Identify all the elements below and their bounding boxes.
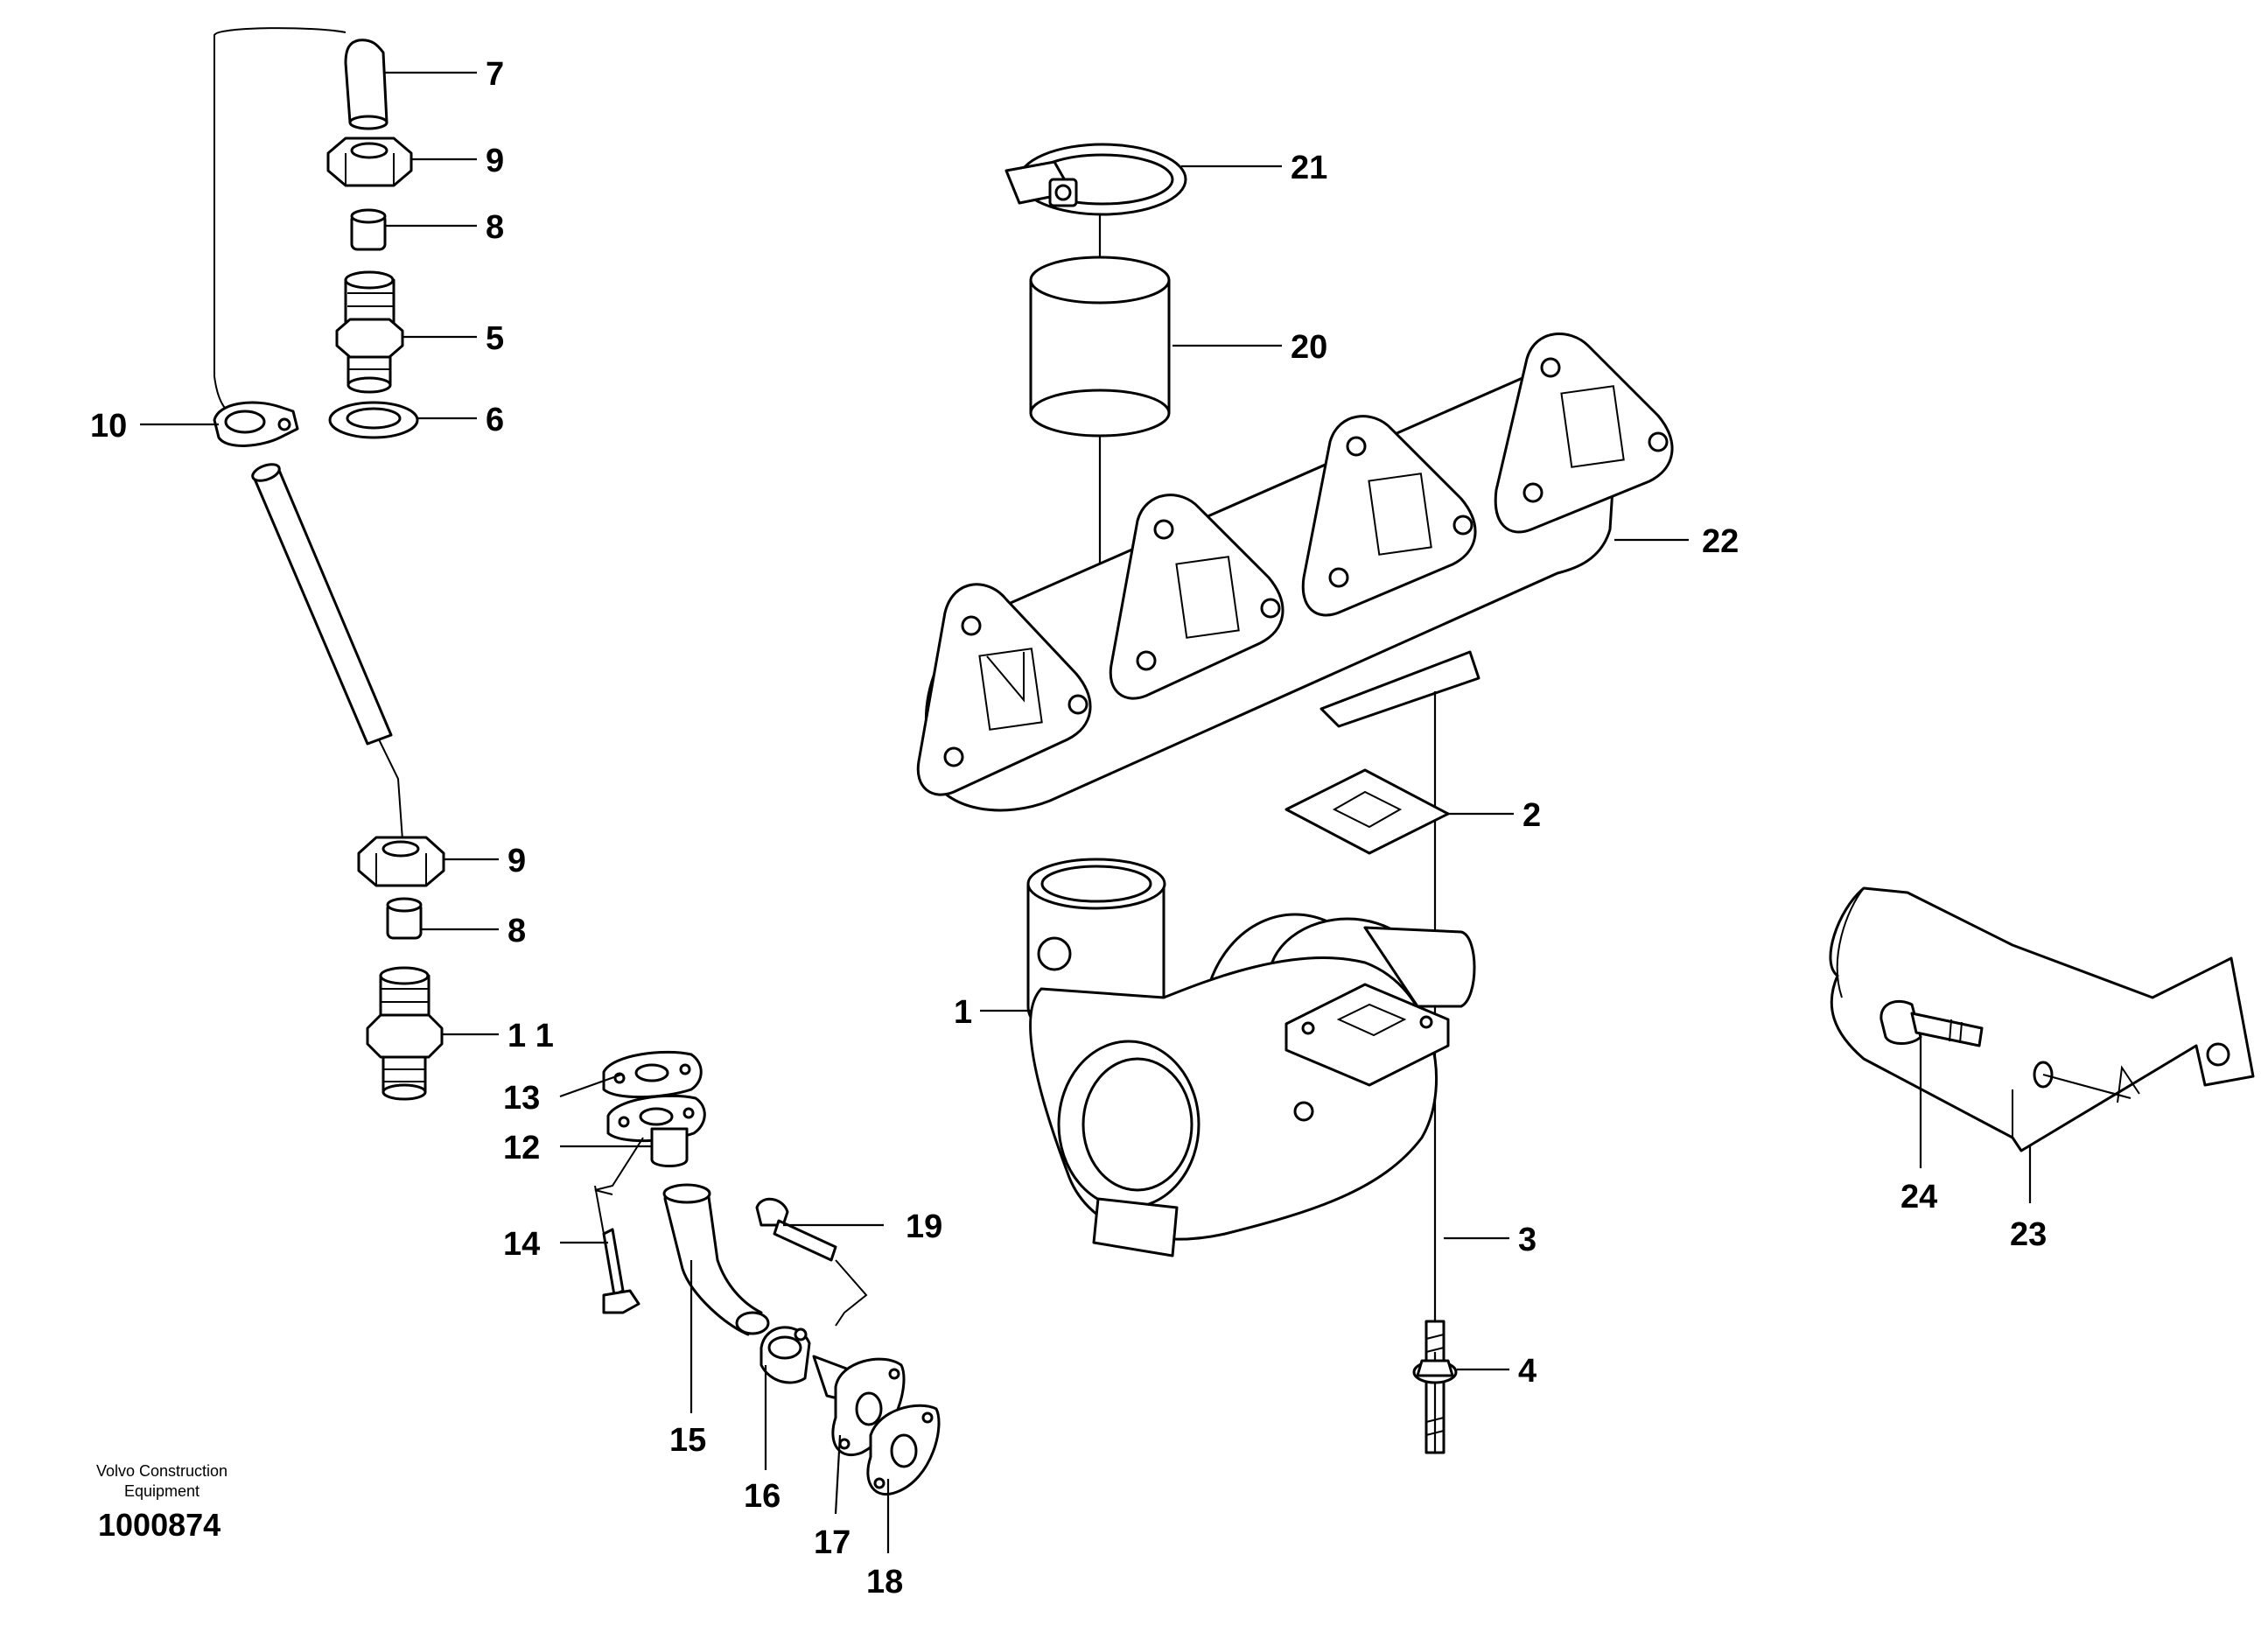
callout-8-upper: 8	[486, 209, 504, 246]
callout-17: 17	[814, 1524, 850, 1561]
leader-lines	[140, 71, 2032, 1553]
part-9-upper-nut	[326, 137, 413, 187]
callout-16: 16	[744, 1478, 780, 1515]
callout-8-lower: 8	[508, 913, 526, 949]
callout-13: 13	[503, 1080, 540, 1117]
callout-9-upper: 9	[486, 143, 504, 179]
part-19-bolt	[755, 1198, 837, 1262]
part-11-adapter	[366, 966, 444, 1101]
callout-2: 2	[1522, 797, 1541, 834]
callout-20: 20	[1291, 329, 1327, 366]
callout-6: 6	[486, 402, 504, 438]
long-oil-pipe	[251, 463, 393, 746]
callout-23: 23	[2010, 1216, 2047, 1253]
part-22-exhaust-manifold	[916, 333, 1674, 812]
callout-4: 4	[1518, 1353, 1536, 1390]
exhaust-assembly	[916, 143, 1674, 1454]
callout-11: 1 1	[508, 1018, 554, 1054]
callout-5: 5	[486, 320, 504, 357]
oil-return-assembly	[594, 1050, 941, 1496]
part-21-hose-clamp	[1004, 143, 1187, 216]
part-8-upper-ferrule	[350, 208, 387, 251]
callout-7: 7	[486, 56, 504, 93]
callout-numbers: 7 9 8 5 6 10 9 8 1 1 13 12 14 15 16 17 1…	[90, 56, 2047, 1600]
part-24-bolt	[1880, 999, 1984, 1047]
part-1-turbocharger	[1026, 858, 1476, 1257]
callout-19: 19	[906, 1208, 942, 1245]
callout-18: 18	[866, 1564, 903, 1600]
part-6-washer	[328, 401, 419, 439]
callout-15: 15	[669, 1422, 706, 1459]
callout-10: 10	[90, 408, 127, 445]
part-20-sleeve	[1029, 256, 1171, 438]
part-8-lower-ferrule	[386, 897, 423, 940]
callout-9-lower: 9	[508, 843, 526, 879]
part-4-flange-nut	[1412, 1359, 1458, 1384]
credit-line-1: Volvo Construction	[96, 1462, 228, 1480]
part-7-pipe-end	[344, 39, 388, 124]
document-id: 1000874	[98, 1507, 220, 1543]
credit-line-2: Equipment	[124, 1482, 200, 1500]
callout-1: 1	[954, 994, 972, 1031]
bracket-detail	[1829, 886, 2255, 1152]
part-10-clip	[213, 401, 299, 447]
part-5-union	[335, 270, 404, 394]
callout-14: 14	[503, 1226, 540, 1263]
callout-24: 24	[1900, 1179, 1937, 1215]
part-16-clamp	[760, 1326, 811, 1384]
part-9-lower-nut	[357, 836, 445, 887]
callout-12: 12	[503, 1130, 540, 1166]
oil-feed-line-assembly	[213, 27, 445, 1101]
callout-21: 21	[1291, 150, 1327, 186]
callout-3: 3	[1518, 1222, 1536, 1258]
part-2-gasket	[1284, 768, 1450, 855]
footer: Volvo Construction Equipment 1000874	[96, 1462, 228, 1543]
callout-22: 22	[1702, 523, 1739, 560]
part-23-bracket	[1829, 886, 2255, 1152]
part-14-bolt	[602, 1228, 640, 1314]
